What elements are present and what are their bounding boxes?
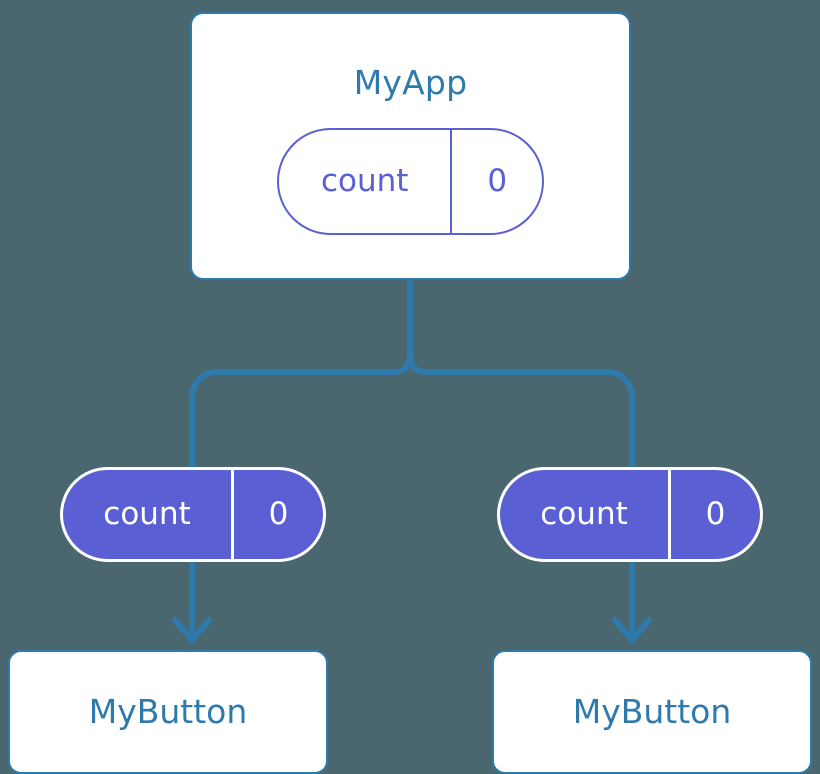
branch-right-line	[407, 351, 635, 480]
props-pill-left[interactable]: count 0	[60, 467, 326, 562]
props-pill-key: count	[103, 496, 191, 532]
branch-left-line	[189, 351, 413, 480]
component-title-mybutton: MyButton	[88, 691, 248, 731]
props-pill-key: count	[540, 496, 628, 532]
state-pill-key: count	[320, 163, 409, 199]
component-title-mybutton: MyButton	[572, 691, 732, 731]
arrow-right-head	[612, 617, 652, 643]
props-pill-value: 0	[231, 470, 323, 559]
props-pill-value: 0	[668, 470, 760, 559]
state-pill-myapp[interactable]: count 0	[277, 128, 544, 235]
props-pill-right[interactable]: count 0	[497, 467, 763, 562]
state-pill-value: 0	[450, 130, 542, 233]
component-box-mybutton-left[interactable]: MyButton	[8, 650, 328, 774]
component-title-myapp: MyApp	[353, 63, 468, 102]
component-box-mybutton-right[interactable]: MyButton	[492, 650, 812, 774]
arrow-left-head	[172, 617, 212, 643]
